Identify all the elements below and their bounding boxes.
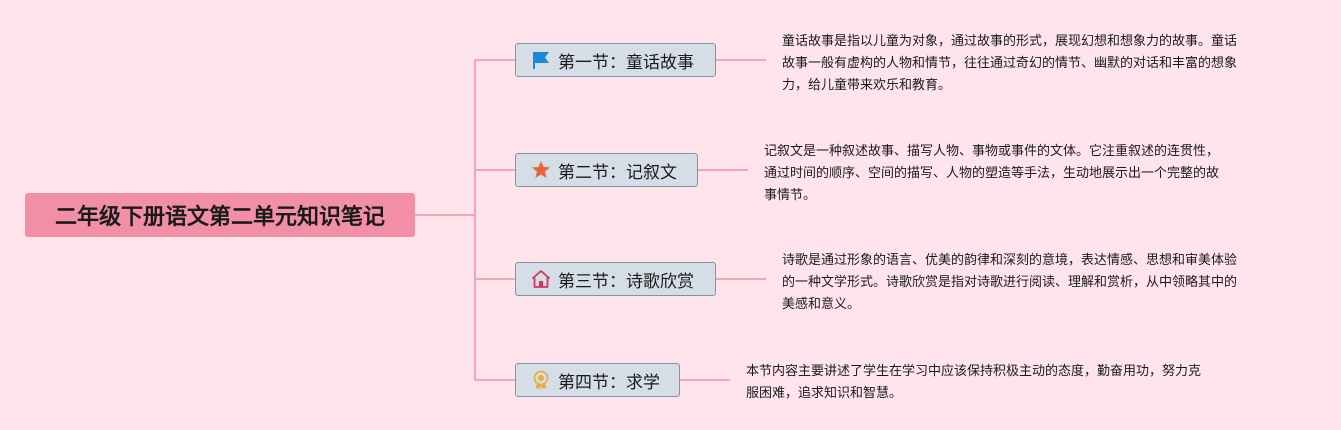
desc-line: 记叙文是一种叙述故事、描写人物、事物或事件的文体。它注重叙述的连贯性，: [764, 144, 1220, 159]
section-label-4: 第四节：求学: [558, 372, 660, 393]
desc-line: 美感和意义。: [782, 297, 861, 312]
section-node-3[interactable]: 第三节：诗歌欣赏: [515, 262, 716, 296]
blue-flag-icon: [530, 49, 552, 71]
desc-line: 服困难，追求知识和智慧。: [746, 386, 903, 401]
medal-icon: [530, 369, 552, 391]
root-topic[interactable]: 二年级下册语文第二单元知识笔记: [25, 193, 415, 237]
section-desc-3: 诗歌是通过形象的语言、优美的韵律和深刻的意境，表达情感、思想和审美体验 的一种文…: [782, 250, 1282, 316]
desc-line: 童话故事是指以儿童为对象，通过故事的形式，展现幻想和想象力的故事。童话: [782, 34, 1238, 49]
desc-line: 事情节。: [764, 188, 817, 203]
desc-line: 通过时间的顺序、空间的描写、人物的塑造等手法，生动地展示出一个完整的故: [764, 166, 1220, 181]
desc-line: 诗歌是通过形象的语言、优美的韵律和深刻的意境，表达情感、思想和审美体验: [782, 253, 1238, 268]
desc-line: 的一种文学形式。诗歌欣赏是指对诗歌进行阅读、理解和赏析，从中领略其中的: [782, 275, 1238, 290]
orange-star-icon: [530, 159, 552, 181]
section-node-1[interactable]: 第一节：童话故事: [515, 43, 716, 77]
section-label-1: 第一节：童话故事: [558, 52, 694, 73]
desc-line: 本节内容主要讲述了学生在学习中应该保持积极主动的态度，勤奋用功，努力克: [746, 364, 1202, 379]
section-desc-1: 童话故事是指以儿童为对象，通过故事的形式，展现幻想和想象力的故事。童话 故事一般…: [782, 31, 1282, 97]
section-desc-4: 本节内容主要讲述了学生在学习中应该保持积极主动的态度，勤奋用功，努力克 服困难，…: [746, 361, 1246, 405]
section-label-3: 第三节：诗歌欣赏: [558, 271, 694, 292]
section-desc-2: 记叙文是一种叙述故事、描写人物、事物或事件的文体。它注重叙述的连贯性， 通过时间…: [764, 141, 1264, 207]
section-node-2[interactable]: 第二节：记叙文: [515, 153, 698, 187]
section-node-4[interactable]: 第四节：求学: [515, 363, 680, 397]
house-icon: [530, 268, 552, 290]
section-label-2: 第二节：记叙文: [558, 162, 677, 183]
desc-line: 故事一般有虚构的人物和情节，往往通过奇幻的情节、幽默的对话和丰富的想象: [782, 56, 1238, 71]
desc-line: 力，给儿童带来欢乐和教育。: [782, 78, 952, 93]
root-title: 二年级下册语文第二单元知识笔记: [54, 205, 385, 230]
